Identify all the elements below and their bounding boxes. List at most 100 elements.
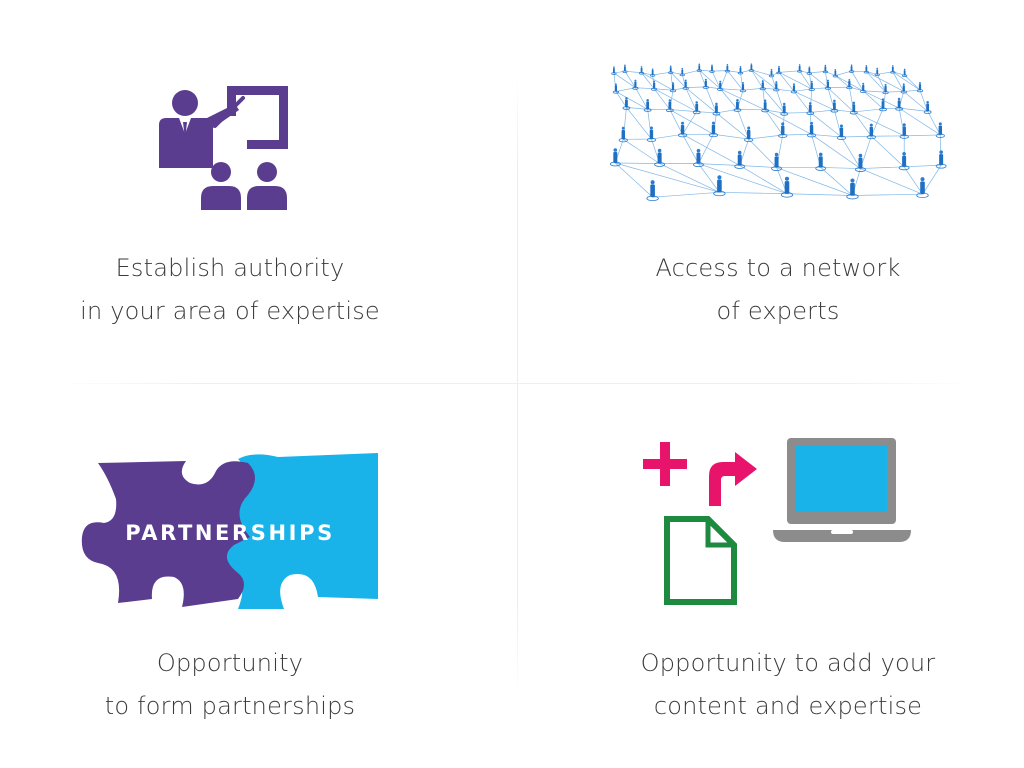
network-person: [848, 64, 855, 73]
network-person: [780, 176, 794, 198]
network-person: [739, 82, 747, 93]
document-icon: [664, 516, 737, 605]
network-person: [916, 82, 924, 93]
caption-line: Opportunity: [156, 649, 304, 677]
network-person: [724, 63, 731, 73]
network-person: [935, 122, 945, 138]
network-person: [717, 80, 724, 91]
network-person: [668, 65, 674, 74]
network-person: [890, 65, 896, 74]
network-person: [832, 68, 839, 78]
network-person: [771, 152, 782, 171]
network-person: [900, 83, 907, 94]
network-person: [646, 126, 657, 143]
network-person: [693, 148, 704, 168]
presentation-icon: [159, 86, 288, 210]
network-person: [761, 99, 770, 113]
network-person: [646, 180, 659, 202]
network-person: [650, 80, 658, 91]
network-person: [780, 102, 789, 116]
network-person: [778, 122, 788, 138]
add-content-laptop-icon: [643, 438, 911, 605]
network-person: [768, 68, 775, 78]
network-person: [611, 66, 617, 75]
feature-content: Opportunity to add your content and expe…: [558, 384, 1018, 768]
network-person: [632, 79, 639, 90]
feature-authority: Establish authority in your area of expe…: [0, 0, 460, 384]
network-person: [649, 68, 656, 77]
network-person: [682, 79, 689, 90]
plus-icon: [643, 442, 687, 486]
network-person: [776, 65, 782, 75]
network-person: [836, 124, 847, 140]
feature-caption: Establish authority in your area of expe…: [0, 247, 460, 333]
network-person: [796, 64, 803, 73]
arrow-icon: [709, 452, 757, 506]
network-person: [734, 150, 746, 169]
network-person: [806, 121, 817, 138]
network-person: [712, 102, 721, 116]
network-person: [898, 152, 910, 171]
network-person: [899, 123, 909, 139]
feature-caption: Opportunity to form partnerships: [0, 642, 460, 728]
network-person: [846, 78, 853, 90]
network-person: [696, 63, 702, 72]
network-person: [709, 64, 715, 73]
network-person: [874, 67, 880, 77]
feature-caption: Access to a network of experts: [548, 247, 1008, 333]
caption-line: in your area of expertise: [80, 297, 380, 325]
network-person: [879, 98, 887, 112]
network-person: [692, 101, 701, 115]
network-person: [806, 66, 813, 75]
network-person: [846, 178, 859, 200]
network-person: [622, 96, 631, 110]
network-person: [708, 121, 719, 138]
network-person: [665, 99, 674, 113]
network-person: [849, 101, 858, 115]
network-person: [822, 64, 829, 74]
network-person: [737, 65, 744, 75]
network-person: [759, 80, 766, 91]
horizontal-divider: [55, 383, 975, 384]
puzzle-pieces-icon: PARTNERSHIPS: [81, 453, 378, 609]
network-person: [935, 150, 947, 169]
network-person: [612, 83, 620, 94]
network-person: [638, 66, 645, 75]
laptop-icon: [773, 438, 911, 542]
network-person: [866, 123, 876, 140]
network-person: [702, 78, 709, 89]
feature-caption: Opportunity to add your content and expe…: [558, 642, 1018, 728]
network-person: [830, 99, 839, 113]
network-person: [895, 97, 904, 111]
network-person: [744, 126, 754, 143]
caption-line: to form partnerships: [104, 692, 356, 720]
caption-line: Access to a network: [655, 254, 901, 282]
vertical-divider: [517, 75, 518, 695]
partnerships-badge-text: PARTNERSHIPS: [125, 521, 335, 545]
network-person: [618, 126, 628, 143]
network-person: [882, 83, 889, 95]
network-person: [863, 65, 870, 74]
network-person: [824, 79, 832, 90]
network-person: [808, 80, 815, 91]
caption-line: Opportunity to add your: [640, 649, 936, 677]
network-person: [916, 177, 929, 199]
network-person: [773, 81, 780, 92]
caption-line: Establish authority: [115, 254, 345, 282]
network-person: [622, 64, 628, 73]
network-person: [923, 101, 932, 114]
network-person: [713, 175, 726, 197]
network-person: [677, 121, 688, 138]
network-person: [806, 102, 815, 115]
network-person: [901, 68, 908, 78]
network-person: [733, 98, 742, 112]
caption-line: of experts: [716, 297, 840, 325]
network-person: [748, 63, 755, 72]
network-person: [679, 67, 685, 77]
feature-network: Access to a network of experts: [548, 0, 1008, 384]
network-person: [654, 148, 666, 167]
network-person: [669, 82, 677, 93]
feature-partnerships: PARTNERSHIPS Opportunity to form partner…: [0, 384, 460, 768]
network-person: [609, 148, 621, 167]
